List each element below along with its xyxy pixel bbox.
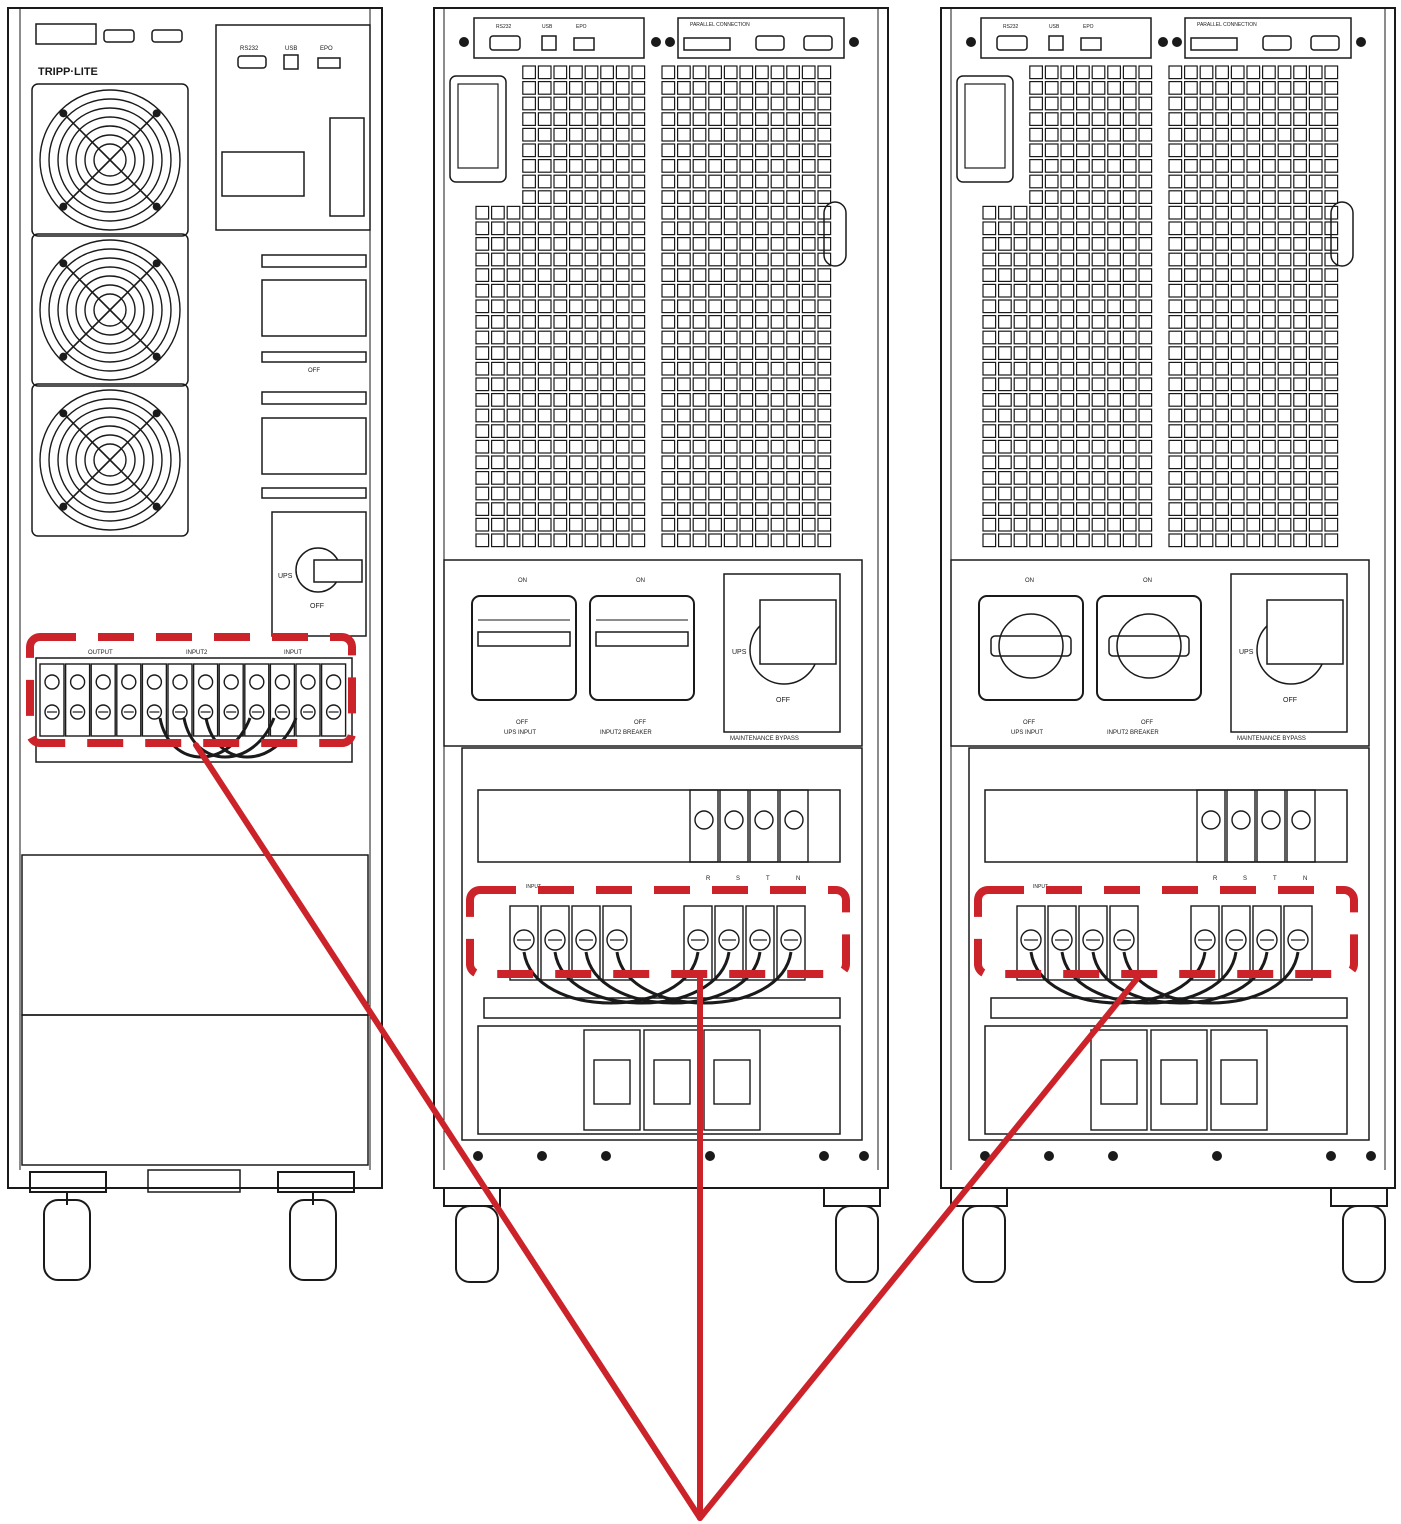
svg-text:ON: ON bbox=[636, 578, 645, 584]
terminal-block bbox=[39, 663, 347, 737]
svg-text:OFF: OFF bbox=[1283, 697, 1297, 704]
svg-text:INPUT: INPUT bbox=[1033, 884, 1048, 890]
highlight-box-right bbox=[974, 886, 1358, 978]
breaker-left[interactable] bbox=[471, 595, 577, 701]
callout-line-left bbox=[193, 742, 703, 1521]
svg-text:ON: ON bbox=[1143, 578, 1152, 584]
svg-text:OUTPUT: OUTPUT bbox=[88, 650, 113, 656]
vent-grille bbox=[475, 65, 832, 548]
svg-text:EPO: EPO bbox=[1083, 24, 1094, 30]
svg-text:USB: USB bbox=[542, 24, 553, 30]
svg-text:N: N bbox=[1303, 876, 1307, 882]
svg-text:ON: ON bbox=[1025, 578, 1034, 584]
svg-text:MAINTENANCE BYPASS: MAINTENANCE BYPASS bbox=[1237, 736, 1306, 742]
ups-cabinet-left: TRIPP·LITE RS232 USB EPO OFF UPS OFF OUT… bbox=[7, 7, 383, 1281]
callout-line-right bbox=[697, 972, 1143, 1521]
svg-text:INPUT: INPUT bbox=[526, 884, 541, 890]
highlight-box-left bbox=[26, 633, 356, 747]
caster-wheel-icon bbox=[950, 1187, 1388, 1283]
svg-text:USB: USB bbox=[285, 46, 297, 52]
svg-text:USB: USB bbox=[1049, 24, 1060, 30]
highlight-box-center bbox=[466, 886, 850, 978]
svg-text:T: T bbox=[766, 876, 770, 882]
svg-text:INPUT2 BREAKER: INPUT2 BREAKER bbox=[1107, 730, 1159, 736]
svg-text:RS232: RS232 bbox=[1003, 24, 1019, 30]
svg-text:UPS INPUT: UPS INPUT bbox=[1011, 730, 1043, 736]
breaker-right[interactable] bbox=[1096, 595, 1202, 701]
caster-wheel-icon bbox=[443, 1187, 881, 1283]
ups-cabinet-center: RS232 USB EPO PARALLEL CONNECTION ON ON OFF UPS… bbox=[433, 7, 889, 1283]
svg-text:UPS: UPS bbox=[732, 649, 747, 656]
svg-text:OFF: OFF bbox=[634, 720, 646, 726]
svg-text:EPO: EPO bbox=[320, 46, 333, 52]
maintenance-bypass-switch[interactable] bbox=[1230, 573, 1348, 733]
svg-text:PARALLEL CONNECTION: PARALLEL CONNECTION bbox=[690, 22, 750, 28]
svg-text:OFF: OFF bbox=[1141, 720, 1153, 726]
maintenance-bypass-switch[interactable] bbox=[723, 573, 841, 733]
svg-text:T: T bbox=[1273, 876, 1277, 882]
ups-cabinet-right: RS232 USB EPO PARALLEL CONNECTION ON ON OFF UPS… bbox=[940, 7, 1396, 1283]
db9-port-icon bbox=[103, 29, 183, 43]
svg-text:R: R bbox=[706, 876, 711, 882]
vent-grille bbox=[982, 65, 1339, 548]
terminal-highlight-boxes bbox=[26, 633, 1358, 978]
breaker-left[interactable] bbox=[978, 595, 1084, 701]
svg-text:INPUT: INPUT bbox=[284, 650, 302, 656]
callout-lines bbox=[193, 742, 1143, 1521]
brand-logo: TRIPP·LITE bbox=[38, 66, 98, 78]
cooling-fan-icon bbox=[31, 83, 189, 537]
svg-text:MAINTENANCE BYPASS: MAINTENANCE BYPASS bbox=[730, 736, 799, 742]
svg-text:RS232: RS232 bbox=[240, 46, 259, 52]
svg-text:S: S bbox=[736, 876, 740, 882]
svg-text:UPS: UPS bbox=[1239, 649, 1254, 656]
svg-text:UPS: UPS bbox=[278, 573, 293, 580]
svg-text:OFF: OFF bbox=[310, 603, 324, 610]
svg-text:EPO: EPO bbox=[576, 24, 587, 30]
svg-text:OFF: OFF bbox=[308, 368, 320, 374]
svg-text:ON: ON bbox=[518, 578, 527, 584]
svg-text:INPUT2 BREAKER: INPUT2 BREAKER bbox=[600, 730, 652, 736]
svg-text:N: N bbox=[796, 876, 800, 882]
svg-text:UPS INPUT: UPS INPUT bbox=[504, 730, 536, 736]
svg-text:INPUT2: INPUT2 bbox=[186, 650, 208, 656]
svg-text:OFF: OFF bbox=[776, 697, 790, 704]
svg-text:RS232: RS232 bbox=[496, 24, 512, 30]
svg-text:S: S bbox=[1243, 876, 1247, 882]
svg-text:R: R bbox=[1213, 876, 1218, 882]
caster-wheel-icon bbox=[29, 1171, 355, 1281]
svg-text:PARALLEL CONNECTION: PARALLEL CONNECTION bbox=[1197, 22, 1257, 28]
breaker-right[interactable] bbox=[589, 595, 695, 701]
svg-text:OFF: OFF bbox=[516, 720, 528, 726]
svg-text:OFF: OFF bbox=[1023, 720, 1035, 726]
